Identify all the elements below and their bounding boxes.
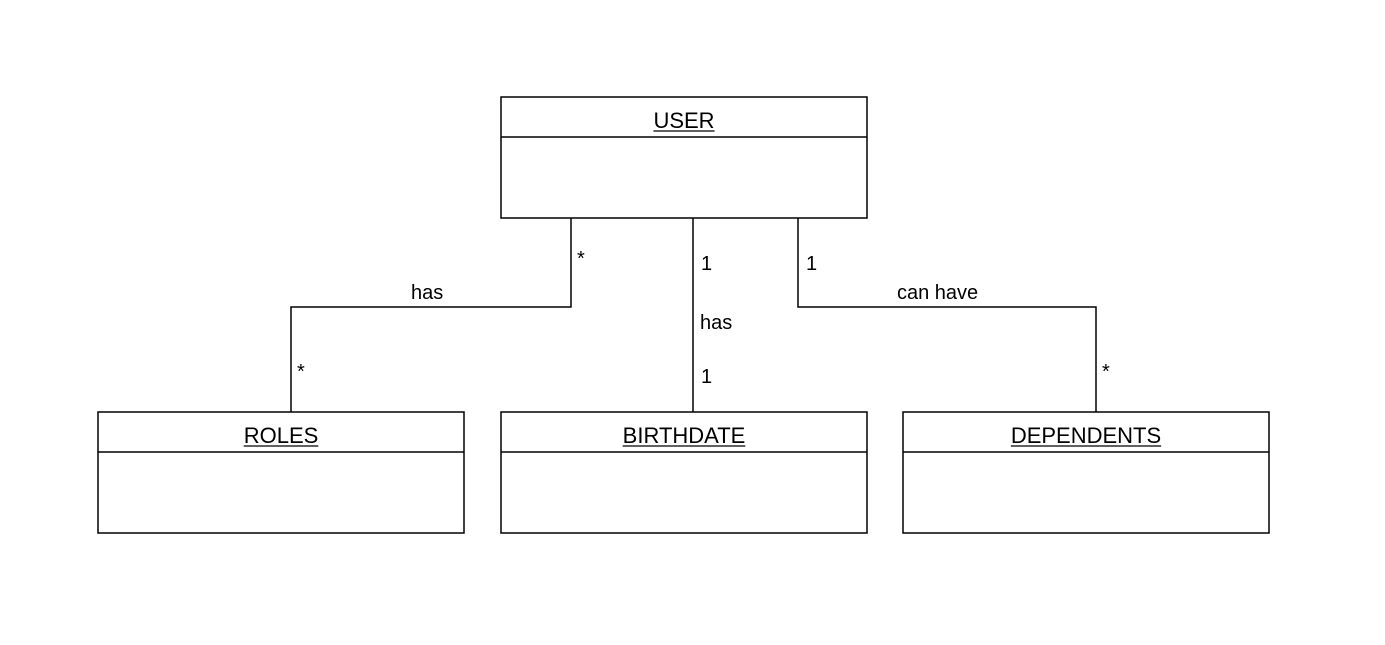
entity-dependents-name: DEPENDENTS: [1011, 423, 1161, 448]
connector-user-roles: [290, 218, 572, 412]
user-dependents-dependents-multiplicity: *: [1102, 361, 1110, 383]
entity-roles-name: ROLES: [244, 423, 319, 448]
user-roles-user-multiplicity: *: [577, 248, 585, 270]
user-roles-roles-multiplicity: *: [297, 361, 305, 383]
user-dependents-label: can have: [897, 282, 978, 304]
entity-birthdate-name: BIRTHDATE: [623, 423, 746, 448]
user-birthdate-birthdate-multiplicity: 1: [701, 366, 712, 388]
user-roles-label: has: [411, 282, 443, 304]
connector-user-dependents: [797, 218, 1097, 412]
user-birthdate-user-multiplicity: 1: [701, 253, 712, 275]
entity-roles[interactable]: ROLES: [97, 411, 465, 534]
entity-user[interactable]: USER: [500, 96, 868, 219]
entity-dependents[interactable]: DEPENDENTS: [902, 411, 1270, 534]
user-birthdate-label: has: [700, 312, 732, 334]
user-dependents-user-multiplicity: 1: [806, 253, 817, 275]
entity-user-name: USER: [653, 108, 714, 133]
entity-birthdate[interactable]: BIRTHDATE: [500, 411, 868, 534]
